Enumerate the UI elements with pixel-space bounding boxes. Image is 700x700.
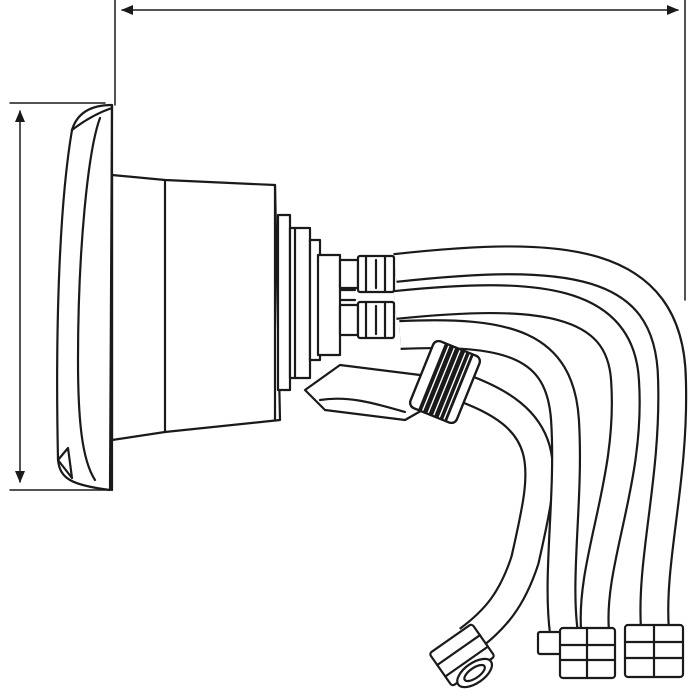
width-dimension — [114, 0, 686, 301]
mounting-nut — [276, 213, 322, 392]
height-dimension — [9, 102, 111, 491]
hose-end-nut-3 — [623, 623, 685, 679]
hose-1 — [450, 370, 555, 653]
hose-end-nut-1 — [429, 623, 495, 689]
hose-4 — [393, 245, 688, 632]
knurled-cable-gland — [409, 339, 481, 425]
hose-3 — [393, 284, 641, 632]
hose-2 — [399, 319, 582, 643]
compression-fitting-lower — [338, 300, 396, 340]
compression-fitting-upper — [338, 254, 396, 294]
hose-end-nut-2 — [536, 626, 617, 680]
housing-body — [110, 173, 282, 442]
hose-group — [393, 245, 688, 653]
front-flange — [56, 103, 114, 492]
